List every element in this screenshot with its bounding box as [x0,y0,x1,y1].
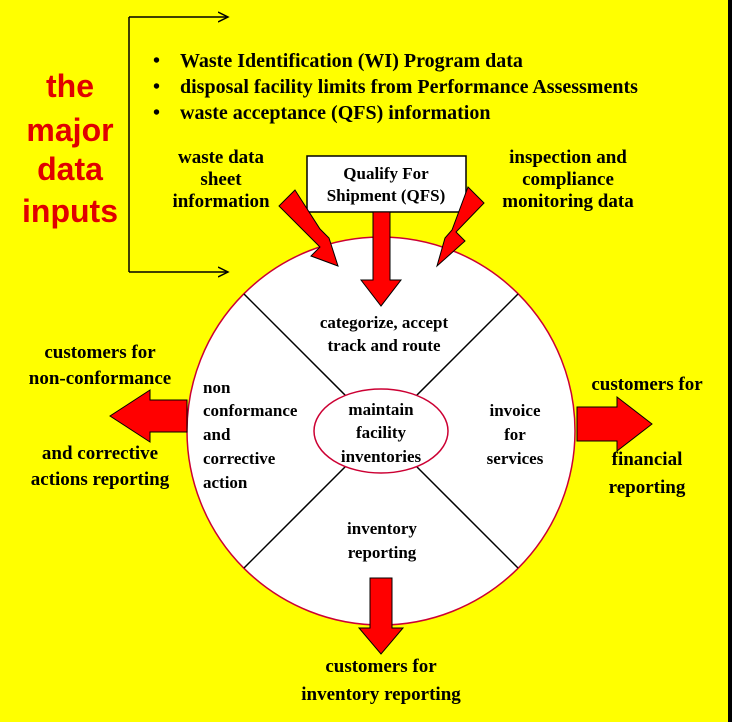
svg-text:non: non [203,378,231,397]
financial-output-arrow [576,395,653,453]
output-left-bottom: and corrective actions reporting [31,443,170,490]
svg-text:track and route: track and route [327,336,440,355]
qfs-arrow [359,211,403,307]
svg-text:for: for [504,425,526,444]
center-ellipse [313,388,449,474]
svg-text:facility: facility [356,423,407,442]
svg-text:Shipment (QFS): Shipment (QFS) [327,186,446,205]
title-block: the major data inputs [22,68,118,229]
bullet-2: disposal facility limits from Performanc… [180,76,638,98]
title-line-1: the [46,68,94,104]
non-conformance-output-arrow [109,389,188,443]
svg-text:and corrective: and corrective [42,443,158,464]
waste-data-label: waste data sheet information [172,147,270,212]
svg-text:non-conformance: non-conformance [29,368,171,389]
svg-text:waste data: waste data [178,147,265,168]
svg-text:inspection and: inspection and [509,147,627,168]
bullet-3: waste acceptance (QFS) information [180,102,491,124]
inputs-bracket [128,17,228,272]
svg-text:Qualify For: Qualify For [343,164,429,183]
output-right-top: customers for [591,374,703,395]
svg-text:inventory reporting: inventory reporting [301,684,461,705]
section-top: categorize, accept track and route [320,313,449,355]
qfs-box: Qualify For Shipment (QFS) [306,155,467,213]
svg-text:customers for: customers for [591,374,703,395]
inventory-output-arrow [357,577,405,655]
svg-text:categorize, accept: categorize, accept [320,313,449,332]
output-bottom: customers for inventory reporting [301,656,461,705]
bullet-dot-2: • [153,76,160,98]
section-center: maintain facility inventories [341,400,422,466]
bullet-dot-3: • [153,102,160,124]
svg-text:customers for: customers for [44,342,156,363]
svg-text:inventories: inventories [341,447,422,466]
svg-text:financial: financial [612,449,683,470]
svg-text:sheet: sheet [200,169,242,190]
svg-text:actions reporting: actions reporting [31,469,170,490]
section-bottom: inventory reporting [347,519,417,562]
svg-text:action: action [203,473,248,492]
title-line-3: data [37,151,103,187]
section-left: non conformance and corrective action [203,378,298,492]
flow-arrows [109,186,653,655]
svg-text:invoice: invoice [490,401,541,420]
svg-text:monitoring data: monitoring data [502,191,634,212]
svg-text:conformance: conformance [203,401,298,420]
inspection-label: inspection and compliance monitoring dat… [502,147,634,212]
inspection-arrow [436,186,485,268]
svg-text:services: services [487,449,544,468]
svg-text:corrective: corrective [203,449,276,468]
waste-data-arrow [278,189,339,267]
process-circle [186,236,576,626]
svg-text:reporting: reporting [609,477,686,498]
svg-text:reporting: reporting [348,543,417,562]
svg-text:inventory: inventory [347,519,417,538]
svg-text:compliance: compliance [522,169,614,190]
title-line-2: major [26,112,113,148]
svg-text:information: information [172,191,270,212]
bullet-dot-1: • [153,50,160,72]
svg-text:maintain: maintain [348,400,414,419]
bullet-list: • Waste Identification (WI) Program data… [153,50,638,124]
bullet-1: Waste Identification (WI) Program data [180,50,523,72]
title-line-4: inputs [22,193,118,229]
section-right: invoice for services [487,401,544,468]
output-right-bottom: financial reporting [609,449,686,498]
svg-text:customers for: customers for [325,656,437,677]
output-left-top: customers for non-conformance [29,342,171,389]
svg-text:and: and [203,425,231,444]
